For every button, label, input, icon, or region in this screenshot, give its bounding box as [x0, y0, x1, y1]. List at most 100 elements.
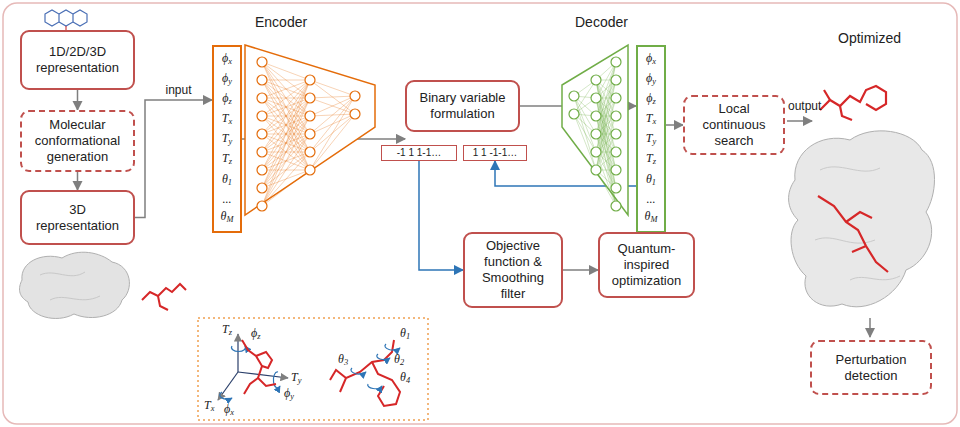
vector-box: ϕxϕyϕzTxTyTzθ1...θM	[636, 45, 666, 233]
neuron	[591, 93, 601, 103]
neuron	[611, 57, 621, 67]
flow-arrow	[77, 172, 79, 190]
neuron	[591, 111, 601, 121]
box-label: Molecular conformational generation	[28, 117, 127, 165]
vector-entry: ϕz	[222, 90, 231, 110]
process-box: Molecular conformational generation	[20, 110, 135, 172]
process-box: Perturbation detection	[810, 340, 932, 395]
neuron	[611, 75, 621, 85]
process-box: Objective function & Smoothing filter	[463, 232, 563, 308]
axis-label: Tx	[204, 398, 214, 413]
neuron	[569, 91, 579, 101]
vector-entry: θ1	[222, 171, 232, 191]
neuron	[611, 165, 621, 175]
box-label: Binary variable formulation	[413, 90, 512, 122]
vector-entry: θM	[645, 208, 658, 228]
vector-entry: ϕx	[222, 50, 232, 70]
torsion-label: θ2	[394, 352, 404, 367]
detect-arrow	[869, 318, 871, 337]
bound-ligand	[818, 196, 888, 272]
flow-arrow	[666, 124, 683, 126]
box-label: Local continuous search	[691, 101, 777, 149]
flow-arrow	[77, 90, 79, 110]
protein-surface	[20, 252, 130, 318]
box-label: 3D representation	[28, 202, 127, 234]
neuron	[611, 129, 621, 139]
vector-entry: ϕy	[646, 70, 656, 90]
optimized-ligand	[820, 86, 886, 120]
axes	[218, 334, 288, 400]
box-label: 1D/2D/3D representation	[28, 44, 127, 76]
axis-label: Tz	[222, 322, 232, 337]
box-label: Objective function & Smoothing filter	[471, 238, 555, 302]
neuron	[569, 109, 579, 119]
neuron	[350, 91, 360, 101]
neuron	[257, 183, 267, 193]
vector-entry: Tz	[222, 150, 232, 170]
section-title: Optimized	[838, 30, 901, 46]
process-box: Binary variable formulation	[405, 80, 520, 132]
vector-entry: θ1	[646, 171, 656, 191]
axis-label: Ty	[291, 370, 301, 385]
neuron	[305, 93, 315, 103]
neuron	[305, 147, 315, 157]
vector-entry: Tx	[646, 110, 656, 130]
vector-entry: ϕy	[222, 70, 232, 90]
section-title: Decoder	[575, 14, 628, 30]
neuron	[305, 165, 315, 175]
neuron	[611, 147, 621, 157]
output-arrow	[787, 120, 812, 122]
neuron	[305, 129, 315, 139]
neuron	[611, 183, 621, 193]
neuron	[257, 201, 267, 211]
box-label: -1 1 1-1…	[397, 147, 441, 159]
neuron	[305, 75, 315, 85]
torsion-label: θ1	[400, 326, 410, 341]
process-box: 1D/2D/3D representation	[20, 30, 135, 90]
protein-surface	[789, 131, 935, 307]
process-box: Local continuous search	[683, 95, 785, 155]
decoder-network	[562, 45, 628, 215]
flow-arrow	[419, 161, 463, 270]
frame	[3, 3, 957, 424]
vector-box: ϕxϕyϕzTxTyTzθ1...θM	[212, 45, 242, 233]
molecule-2d	[45, 10, 87, 31]
neuron	[257, 93, 267, 103]
axis-label: ϕz	[251, 326, 260, 341]
process-box: 3D representation	[20, 190, 135, 245]
process-box: Quantum-inspired optimization	[598, 232, 695, 298]
neuron	[611, 111, 621, 121]
vector-entry: ...	[223, 191, 232, 208]
neuron	[611, 93, 621, 103]
torsion-label: θ4	[400, 370, 410, 385]
edge-label: input	[163, 83, 193, 97]
vector-entry: Tz	[646, 150, 656, 170]
flow-label: output	[788, 99, 821, 113]
binary-string: -1 1 1-1…	[381, 145, 457, 161]
torsion-label: θ3	[338, 352, 348, 367]
neuron	[591, 147, 601, 157]
binary-string: 1 1 -1-1…	[463, 145, 527, 161]
neuron	[257, 129, 267, 139]
flow-arrow	[135, 100, 212, 218]
vector-entry: ϕx	[646, 50, 656, 70]
neuron	[257, 57, 267, 67]
neuron	[611, 201, 621, 211]
ligand	[142, 284, 186, 310]
vector-entry: Ty	[222, 130, 232, 150]
neuron	[305, 111, 315, 121]
vector-entry: Ty	[646, 130, 656, 150]
box-label: Quantum-inspired optimization	[606, 241, 687, 289]
neuron	[257, 111, 267, 121]
neuron	[591, 129, 601, 139]
vector-entry: θM	[221, 208, 234, 228]
encoder-network	[245, 45, 375, 215]
inset-ligand-2	[330, 340, 400, 406]
neuron	[591, 75, 601, 85]
box-label: Perturbation detection	[818, 352, 924, 384]
neuron	[591, 165, 601, 175]
inset-frame	[198, 318, 428, 420]
axis-label: ϕy	[284, 386, 294, 401]
section-title: Encoder	[255, 14, 307, 30]
